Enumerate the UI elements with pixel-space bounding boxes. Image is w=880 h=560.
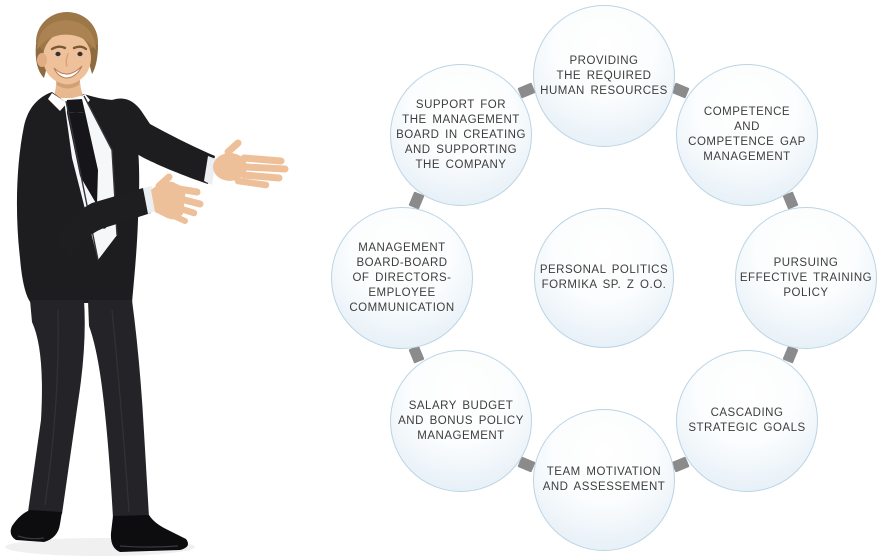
node-providing-human-resources: PROVIDING THE REQUIRED HUMAN RESOURCES (533, 5, 675, 147)
node-label: CASCADING STRATEGIC GOALS (688, 407, 806, 434)
businessman-body (10, 12, 289, 552)
node-effective-training-policy: PURSUING EFFECTIVE TRAINING POLICY (735, 207, 877, 349)
node-label: SALARY BUDGET AND BONUS POLICY MANAGEMEN… (398, 399, 524, 442)
node-label: TEAM MOTIVATION AND ASSESSEMENT (542, 466, 666, 493)
node-center-personal-politics: PERSONAL POLITICS FORMIKA SP. Z O.O. (534, 208, 674, 348)
node-board-employee-communication: MANAGEMENT BOARD-BOARD OF DIRECTORS- EMP… (331, 207, 473, 349)
businessman-figure (5, 12, 289, 556)
node-cascading-strategic-goals: CASCADING STRATEGIC GOALS (676, 350, 818, 492)
node-label: COMPETENCE AND COMPETENCE GAP MANAGEMENT (688, 106, 806, 163)
center-label: PERSONAL POLITICS FORMIKA SP. Z O.O. (539, 264, 669, 291)
node-management-board-support: SUPPORT FOR THE MANAGEMENT BOARD IN CREA… (390, 64, 532, 206)
node-label: PROVIDING THE REQUIRED HUMAN RESOURCES (540, 54, 668, 97)
node-competence-gap-management: COMPETENCE AND COMPETENCE GAP MANAGEMENT (676, 64, 818, 206)
node-label: PURSUING EFFECTIVE TRAINING POLICY (739, 256, 873, 299)
node-salary-budget-bonus-policy: SALARY BUDGET AND BONUS POLICY MANAGEMEN… (390, 350, 532, 492)
node-label: SUPPORT FOR THE MANAGEMENT BOARD IN CREA… (396, 98, 526, 171)
node-label: MANAGEMENT BOARD-BOARD OF DIRECTORS- EMP… (349, 241, 455, 314)
node-team-motivation-assessment: TEAM MOTIVATION AND ASSESSEMENT (533, 409, 675, 551)
